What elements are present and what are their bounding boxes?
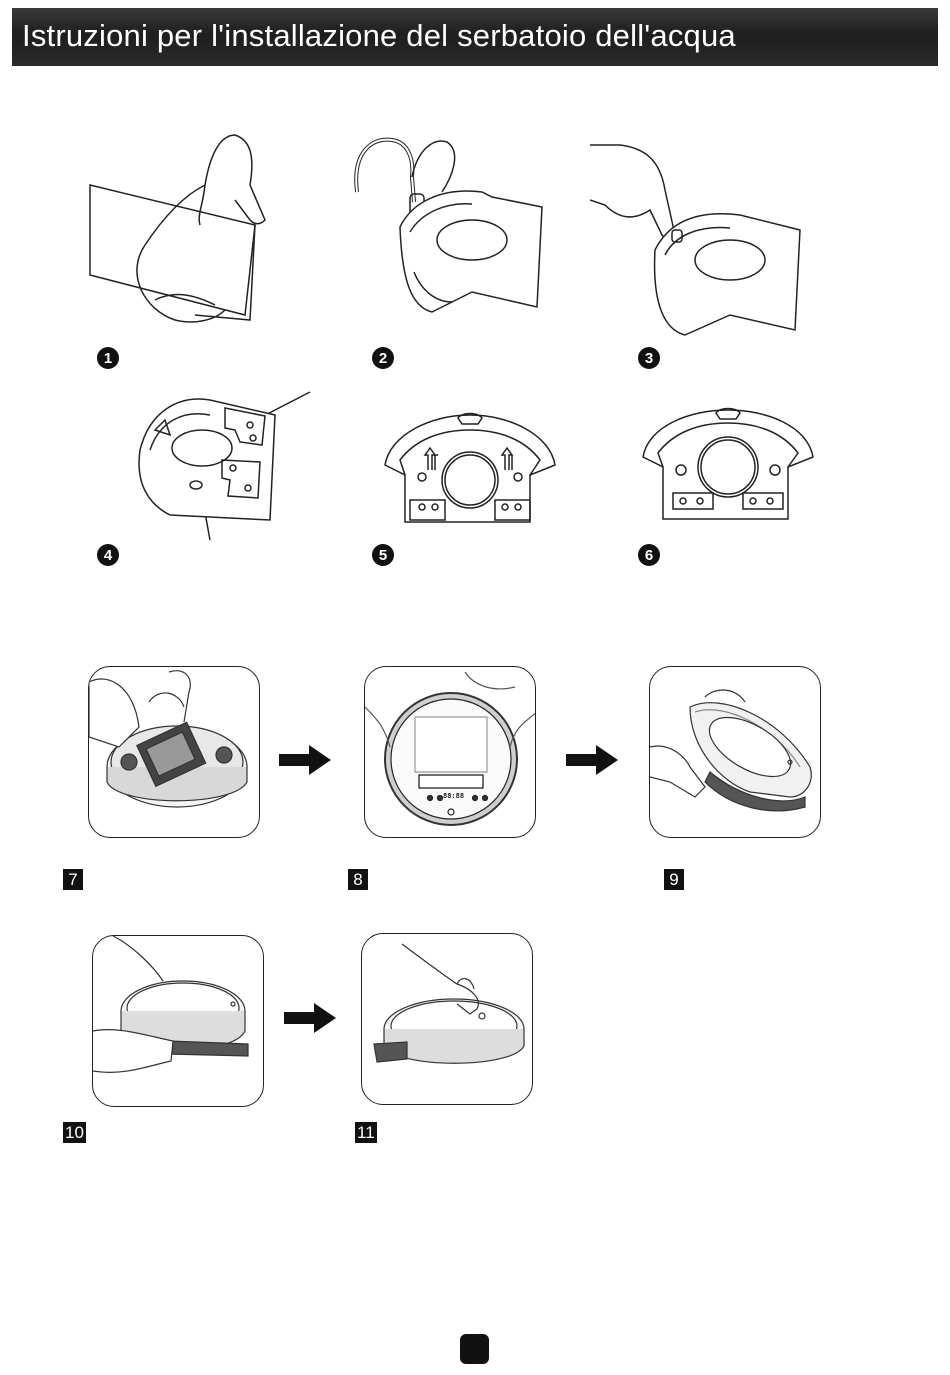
step-number-4: 4 bbox=[97, 544, 119, 566]
step-number-7: 7 bbox=[63, 869, 83, 890]
step-number-5: 5 bbox=[372, 544, 394, 566]
figure-step-5 bbox=[380, 410, 560, 525]
right-arrow-icon bbox=[284, 1003, 336, 1038]
step-number-8: 8 bbox=[348, 869, 368, 890]
photo-step-9 bbox=[649, 666, 821, 838]
photo-step-10 bbox=[92, 935, 264, 1107]
photo-step-8: 88:88 bbox=[364, 666, 536, 838]
figure-step-2 bbox=[352, 132, 547, 322]
figure-step-4 bbox=[130, 390, 315, 545]
photo-step-7 bbox=[88, 666, 260, 838]
step-number-10: 10 bbox=[63, 1122, 86, 1143]
step-number-9: 9 bbox=[664, 869, 684, 890]
figure-step-6 bbox=[638, 405, 818, 523]
robot-display-digits: 88:88 bbox=[443, 792, 464, 800]
figure-step-3 bbox=[590, 140, 810, 340]
right-arrow-icon bbox=[279, 745, 331, 780]
right-arrow-icon bbox=[566, 745, 618, 780]
step-number-2: 2 bbox=[372, 347, 394, 369]
step-number-1: 1 bbox=[97, 347, 119, 369]
step-number-11: 11 bbox=[355, 1122, 377, 1143]
page-tab bbox=[460, 1334, 489, 1364]
step-number-6: 6 bbox=[638, 544, 660, 566]
photo-step-11 bbox=[361, 933, 533, 1105]
figure-step-1 bbox=[85, 125, 285, 330]
header-bar: Istruzioni per l'installazione del serba… bbox=[12, 8, 938, 66]
page-title: Istruzioni per l'installazione del serba… bbox=[22, 18, 736, 54]
step-number-3: 3 bbox=[638, 347, 660, 369]
